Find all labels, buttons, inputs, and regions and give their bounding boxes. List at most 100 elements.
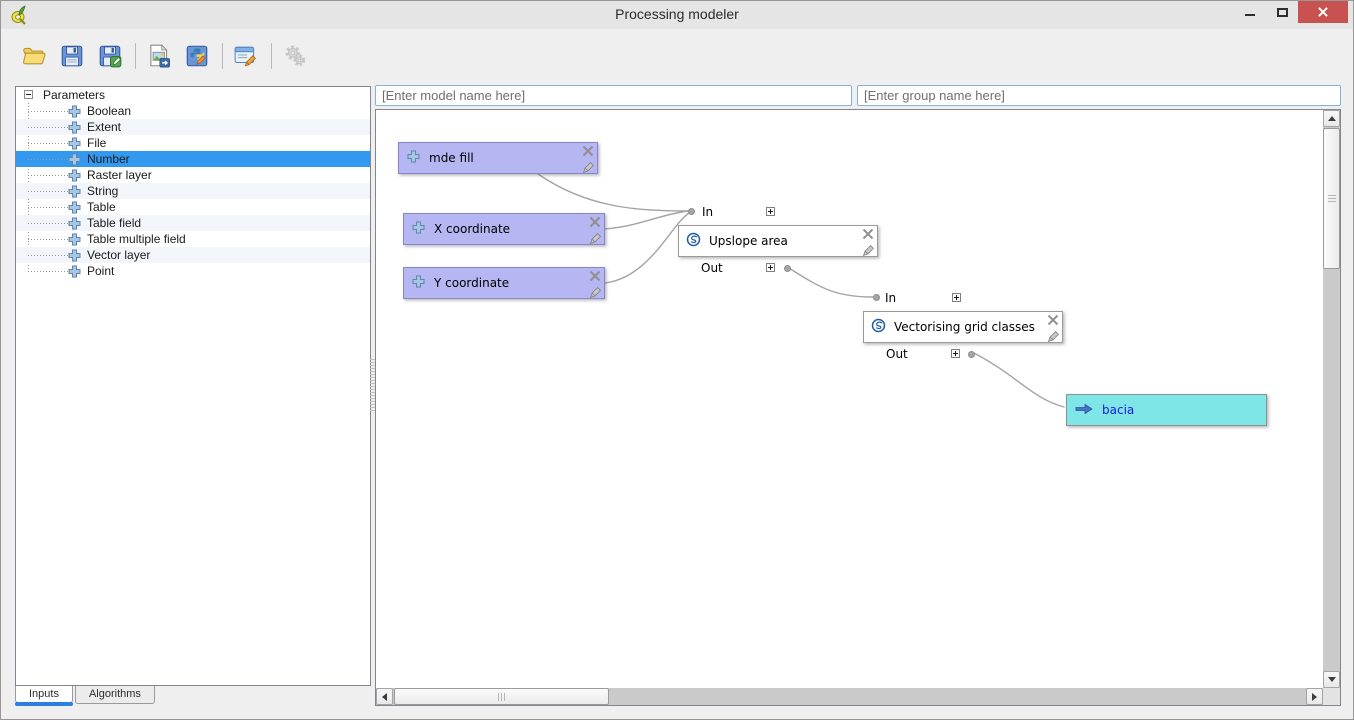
node-label: X coordinate <box>434 222 511 236</box>
edit-node-pencil-icon[interactable] <box>582 161 595 174</box>
input-node-y-coordinate[interactable]: Y coordinate <box>403 267 605 299</box>
tree-item[interactable]: Number <box>16 151 370 167</box>
save-model-button[interactable] <box>57 41 87 71</box>
expand-plus-icon[interactable] <box>952 293 961 302</box>
connector-dot[interactable] <box>968 351 975 358</box>
collapse-expander-icon[interactable] <box>24 90 33 99</box>
save-as-python-script-button[interactable] <box>182 41 212 71</box>
panel-tab[interactable]: Inputs <box>15 686 73 706</box>
delete-node-icon[interactable] <box>1047 314 1059 326</box>
add-parameter-plus-icon <box>68 105 81 118</box>
add-parameter-plus-icon <box>68 169 81 182</box>
in-label: In <box>702 205 714 219</box>
saga-algorithm-icon <box>871 318 886 336</box>
export-as-image-button[interactable] <box>144 41 174 71</box>
tree-item[interactable]: Raster layer <box>16 167 370 183</box>
input-node-x-coordinate[interactable]: X coordinate <box>403 213 605 245</box>
panel-tab[interactable]: Algorithms <box>74 686 155 704</box>
maximize-button[interactable] <box>1266 1 1298 23</box>
upslope-area-out-row: Out <box>678 260 798 276</box>
edit-node-pencil-icon[interactable] <box>862 244 875 257</box>
node-label: Y coordinate <box>434 276 510 290</box>
panel-tab-label: Algorithms <box>88 688 141 700</box>
delete-node-icon[interactable] <box>589 270 601 282</box>
delete-node-icon[interactable] <box>589 216 601 228</box>
delete-node-icon[interactable] <box>862 228 874 240</box>
upslope-area-in-row: In <box>678 204 788 220</box>
open-model-button[interactable] <box>19 41 49 71</box>
save-as-floppy-icon <box>99 45 122 68</box>
minimize-icon <box>1245 14 1255 16</box>
output-arrow-icon <box>1075 403 1093 418</box>
edit-node-pencil-icon[interactable] <box>589 232 602 245</box>
horizontal-scroll-thumb[interactable] <box>394 688 609 705</box>
down-arrow-icon <box>1327 677 1336 682</box>
scroll-down-button[interactable] <box>1323 671 1340 688</box>
connector-dot[interactable] <box>784 265 791 272</box>
tree-root-parameters[interactable]: Parameters <box>16 87 370 103</box>
panel-splitter[interactable] <box>369 109 376 687</box>
vertical-scroll-thumb[interactable] <box>1323 128 1340 269</box>
close-button[interactable] <box>1298 1 1348 23</box>
tree-item[interactable]: Table field <box>16 215 370 231</box>
group-name-input[interactable] <box>857 85 1341 106</box>
close-icon <box>1317 6 1329 18</box>
save-model-as-button[interactable] <box>95 41 125 71</box>
scrollbar-corner <box>1323 688 1340 705</box>
run-model-button[interactable] <box>280 41 310 71</box>
tree-item-label: Table field <box>87 216 142 230</box>
canvas-vertical-scrollbar[interactable] <box>1323 110 1340 688</box>
qgis-logo-icon <box>9 5 29 25</box>
tree-item[interactable]: Table <box>16 199 370 215</box>
parameter-plus-icon <box>412 275 425 291</box>
maximize-icon <box>1276 7 1288 17</box>
expand-plus-icon[interactable] <box>951 349 960 358</box>
out-label: Out <box>701 261 723 275</box>
connector-dot[interactable] <box>688 208 695 215</box>
minimize-button[interactable] <box>1234 1 1266 23</box>
delete-node-icon[interactable] <box>582 145 594 157</box>
expand-plus-icon[interactable] <box>766 207 775 216</box>
algorithm-node-upslope-area[interactable]: Upslope area <box>678 225 878 257</box>
model-canvas[interactable]: mde fill X coordinate <box>376 110 1323 688</box>
tree-item-label: String <box>87 184 119 198</box>
output-node-bacia[interactable]: bacia <box>1066 394 1267 426</box>
parameter-plus-icon <box>407 150 420 166</box>
tree-children: Boolean Extent <box>16 103 370 279</box>
algorithm-node-vectorising-grid-classes[interactable]: Vectorising grid classes <box>863 311 1063 343</box>
parameters-tree-panel: Parameters Boolean <box>15 86 371 686</box>
add-parameter-plus-icon <box>68 121 81 134</box>
tree-item[interactable]: String <box>16 183 370 199</box>
left-arrow-icon <box>382 692 387 701</box>
connector-dot[interactable] <box>873 294 880 301</box>
vectorising-out-row: Out <box>863 346 983 362</box>
scroll-left-button[interactable] <box>376 688 393 705</box>
tree-item[interactable]: Table multiple field <box>16 231 370 247</box>
tree-item-label: File <box>87 136 107 150</box>
scroll-right-button[interactable] <box>1306 688 1323 705</box>
edit-model-help-button[interactable] <box>231 41 261 71</box>
folder-open-icon <box>22 47 46 65</box>
model-canvas-frame: mde fill X coordinate <box>375 109 1341 706</box>
saga-algorithm-icon <box>686 232 701 250</box>
model-name-input[interactable] <box>375 85 852 106</box>
edit-node-pencil-icon[interactable] <box>589 286 602 299</box>
expand-plus-icon[interactable] <box>766 263 775 272</box>
scroll-up-button[interactable] <box>1323 110 1340 127</box>
tree-item[interactable]: Point <box>16 263 370 279</box>
edit-help-pencil-icon <box>234 46 257 67</box>
input-node-mde-fill[interactable]: mde fill <box>398 142 598 174</box>
tree-item[interactable]: Boolean <box>16 103 370 119</box>
canvas-horizontal-scrollbar[interactable] <box>376 688 1323 705</box>
add-parameter-plus-icon <box>68 137 81 150</box>
tree-item-label: Table multiple field <box>87 232 186 246</box>
thumb-grip <box>1328 194 1336 202</box>
edit-node-pencil-icon[interactable] <box>1047 330 1060 343</box>
tree-item[interactable]: File <box>16 135 370 151</box>
tree-item[interactable]: Extent <box>16 119 370 135</box>
toolbar-separator <box>135 43 136 69</box>
parameter-plus-icon <box>412 221 425 237</box>
tree-item[interactable]: Vector layer <box>16 247 370 263</box>
tree-root-label: Parameters <box>43 88 106 102</box>
add-parameter-plus-icon <box>68 217 81 230</box>
